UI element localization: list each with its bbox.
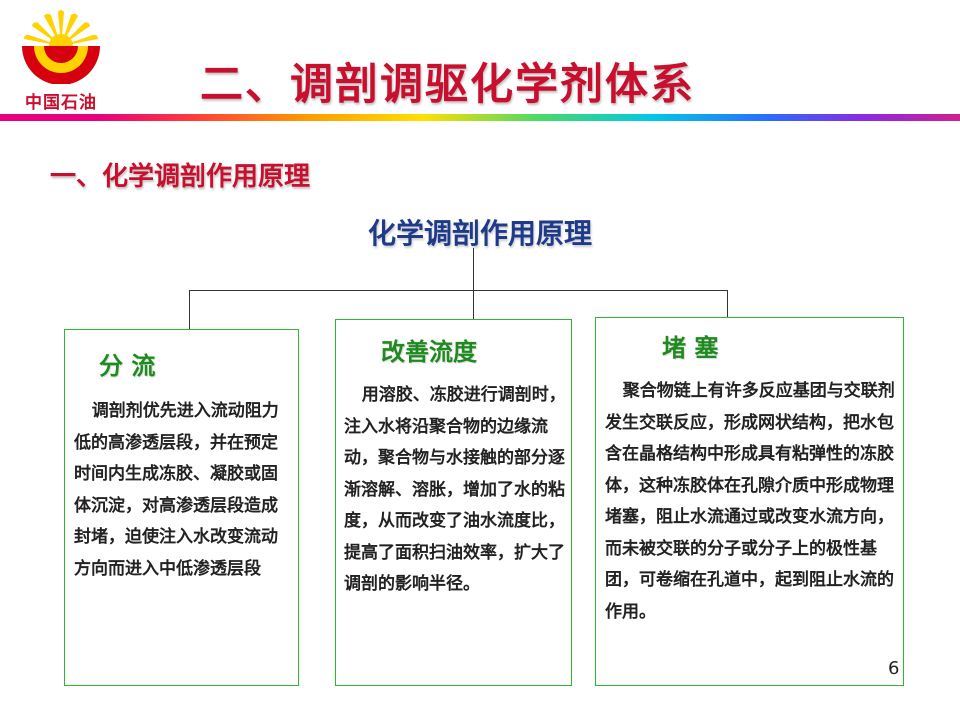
- cnpc-logo: 中国石油: [12, 6, 110, 113]
- connector-horizontal: [189, 290, 727, 291]
- connector-right: [727, 290, 728, 318]
- box-diversion-body: 调剖剂优先进入流动阻力低的高渗透层段，并在预定时间内生成冻胶、凝胶或固体沉淀，对…: [74, 401, 279, 579]
- connector-left: [189, 290, 190, 330]
- box-plugging: 堵 塞 聚合物链上有许多反应基团与交联剂发生交联反应，形成网状结构，把水包含在晶…: [595, 317, 904, 686]
- diagram-title: 化学调剖作用原理: [367, 217, 592, 250]
- box-mobility-improvement-body: 用溶胶、冻胶进行调剖时，注入水将沿聚合物的边缘流动，聚合物与水接触的部分逐渐溶解…: [344, 385, 566, 594]
- page-number: 6: [888, 658, 900, 679]
- box-mobility-improvement-title: 改善流度: [381, 338, 477, 366]
- box-mobility-improvement: 改善流度 用溶胶、冻胶进行调剖时，注入水将沿聚合物的边缘流动，聚合物与水接触的部…: [335, 319, 572, 686]
- section-title: 一、化学调剖作用原理: [50, 162, 311, 192]
- logo-text: 中国石油: [25, 93, 97, 113]
- cnpc-logo-emblem-icon: [22, 10, 100, 84]
- box-plugging-title: 堵 塞: [662, 334, 719, 362]
- box-diversion: 分 流 调剖剂优先进入流动阻力低的高渗透层段，并在预定时间内生成冻胶、凝胶或固体…: [64, 329, 299, 686]
- box-diversion-title: 分 流: [99, 352, 156, 380]
- page-title: 二、调剖调驱化学剂体系: [200, 60, 695, 110]
- connector-trunk: [473, 248, 474, 291]
- connector-middle: [473, 290, 474, 320]
- box-plugging-body: 聚合物链上有许多反应基团与交联剂发生交联反应，形成网状结构，把水包含在晶格结构中…: [605, 381, 895, 622]
- rainbow-divider: [0, 114, 960, 121]
